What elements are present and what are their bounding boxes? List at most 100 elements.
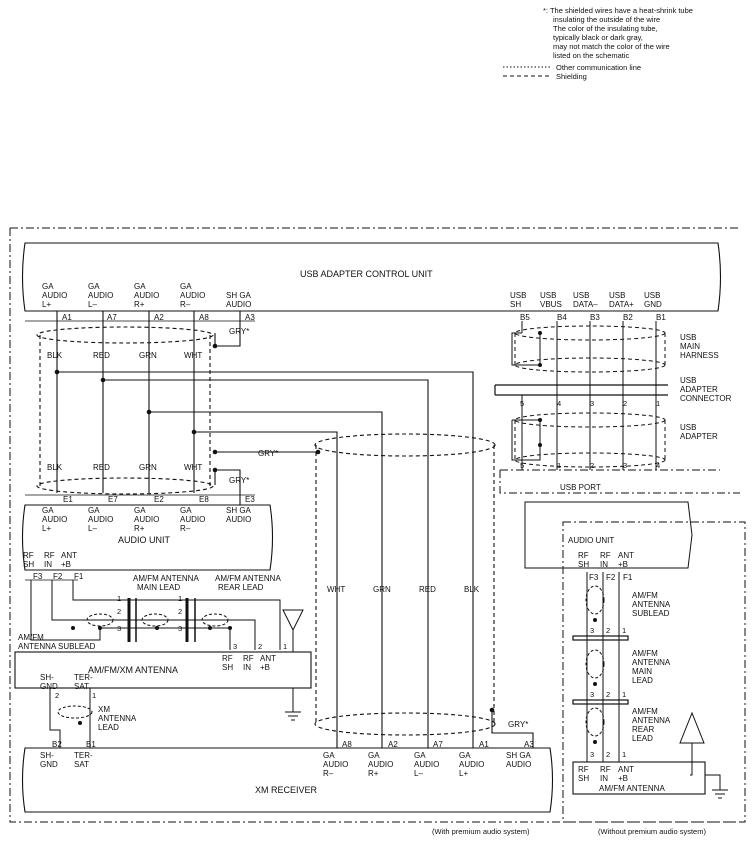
pin-label: AUDIO	[42, 291, 67, 300]
xm-antenna-lead: 2 1 XM ANTENNA LEAD	[49, 688, 137, 748]
wire-color-grn: GRN	[373, 585, 391, 594]
pin-label: RF	[44, 551, 55, 560]
pin-num: 2	[623, 399, 627, 408]
pin-id: A1	[479, 740, 489, 749]
pin-label: IN	[243, 663, 251, 672]
pin-id: 3	[233, 642, 237, 651]
adapter-label: USB	[680, 423, 696, 432]
usb-control-usb-labels: USB SH USB VBUS USB DATA– USB DATA+ USB …	[510, 291, 662, 309]
pin-num: 1	[622, 690, 626, 699]
lead-num: 1	[117, 594, 121, 603]
pin-label: GA	[459, 751, 471, 760]
pin-num: 3	[590, 626, 594, 635]
pin-id: 1	[92, 691, 96, 700]
pin-label: RF	[243, 654, 254, 663]
pin-label: AUDIO	[506, 760, 531, 769]
xm-receiver-box	[21, 747, 554, 813]
pin-label: GA	[42, 506, 54, 515]
legend-note-5: may not match the color of the wire	[553, 42, 670, 51]
pin-label: AUDIO	[180, 515, 205, 524]
lead-num: 1	[178, 594, 182, 603]
pin-label: RF	[23, 551, 34, 560]
pin-id: F2	[606, 573, 616, 582]
legend: *: The shielded wires have a heat-shrink…	[503, 6, 693, 81]
adapter-label: ADAPTER	[680, 432, 718, 441]
wire-color-blk: BLK	[47, 463, 63, 472]
antenna-icon	[282, 609, 304, 652]
pin-num: 2	[606, 750, 610, 759]
pin-label: R+	[134, 300, 145, 309]
pin-id: F3	[33, 572, 43, 581]
right-audio-unit-box	[524, 501, 693, 569]
lead-label: ANTENNA	[98, 714, 137, 723]
pin-num: 5	[520, 461, 524, 470]
pin-label: IN	[600, 774, 608, 783]
pin-label: SAT	[74, 760, 89, 769]
lead-label: ANTENNA	[632, 658, 671, 667]
lead-label: LEAD	[632, 734, 653, 743]
lead-label: MAIN	[632, 667, 652, 676]
pin-num: 3	[590, 690, 594, 699]
right-antenna-box	[572, 761, 706, 795]
pin-label: AUDIO	[180, 291, 205, 300]
connector-label: USB	[680, 376, 696, 385]
lead-label: SUBLEAD	[632, 609, 670, 618]
pin-label: RF	[578, 765, 589, 774]
pin-label: RF	[600, 551, 611, 560]
pin-id: B3	[590, 313, 600, 322]
pin-label: L+	[42, 300, 51, 309]
pin-label: SH	[510, 300, 521, 309]
pin-id: A7	[433, 740, 443, 749]
usb-dots	[538, 331, 542, 447]
usb-labels: USB MAIN HARNESS USB ADAPTER CONNECTOR U…	[520, 333, 732, 492]
wire-color-grn: GRN	[139, 351, 157, 360]
pin-label: IN	[600, 560, 608, 569]
pin-label: RF	[222, 654, 233, 663]
lead-label: REAR LEAD	[218, 583, 264, 592]
right-panel: AUDIO UNIT RF SH RF IN ANT +B F3 F2 F1 3…	[524, 501, 746, 823]
pin-label: SH GA	[226, 291, 252, 300]
wire-color-gry-mid: GRY*	[258, 449, 278, 458]
right-panel-frame	[562, 521, 746, 823]
pin-id: 1	[283, 642, 287, 651]
lead-label: ANTENNA	[632, 716, 671, 725]
wire-color-gry: GRY*	[508, 720, 528, 729]
pin-label: TER-	[74, 751, 93, 760]
pin-label: GA	[180, 282, 192, 291]
pin-label: AUDIO	[323, 760, 348, 769]
upper-wire-labels: GRY* BLK RED GRN WHT GRY* BLK RED GRN WH…	[47, 327, 278, 485]
pin-label: AUDIO	[368, 760, 393, 769]
xm-receiver-title: XM RECEIVER	[255, 785, 318, 795]
legend-note-1: *: The shielded wires have a heat-shrink…	[543, 6, 693, 15]
pin-label: SH	[578, 560, 589, 569]
legend-note-3: The color of the insulating tube,	[553, 24, 658, 33]
wire-color-wht: WHT	[184, 463, 202, 472]
right-audio-unit-title: AUDIO UNIT	[568, 536, 614, 545]
pin-label: USB	[540, 291, 556, 300]
pin-label: GA	[323, 751, 335, 760]
pin-id: A3	[524, 740, 534, 749]
wire-color-gry: GRY*	[229, 476, 249, 485]
pin-num: 4	[656, 461, 660, 470]
pin-num: 5	[520, 399, 524, 408]
pin-label: L–	[88, 524, 97, 533]
legend-note-6: listed on the schematic	[553, 51, 630, 60]
audio-wire-dots	[54, 343, 495, 713]
pin-id: E7	[108, 495, 118, 504]
pin-label: SH-	[40, 751, 54, 760]
pin-label: +B	[618, 560, 628, 569]
usb-port-label: USB PORT	[560, 483, 601, 492]
pin-id: A2	[154, 313, 164, 322]
pin-label: USB	[573, 291, 589, 300]
wire	[49, 688, 91, 748]
am-fm-xm-antenna: AM/FM/XM ANTENNA 3 2 1 RF SH RF IN ANT +…	[14, 609, 312, 721]
am-fm-xm-antenna-title: AM/FM/XM ANTENNA	[88, 665, 178, 675]
wire-color-red: RED	[93, 351, 110, 360]
pin-label: R+	[134, 524, 145, 533]
lead-num: 2	[117, 607, 121, 616]
pin-label: GND	[644, 300, 662, 309]
pin-label: GND	[40, 682, 58, 691]
pin-id: E2	[154, 495, 164, 504]
pin-label: ANT	[61, 551, 77, 560]
legend-shielding: Shielding	[556, 72, 587, 81]
